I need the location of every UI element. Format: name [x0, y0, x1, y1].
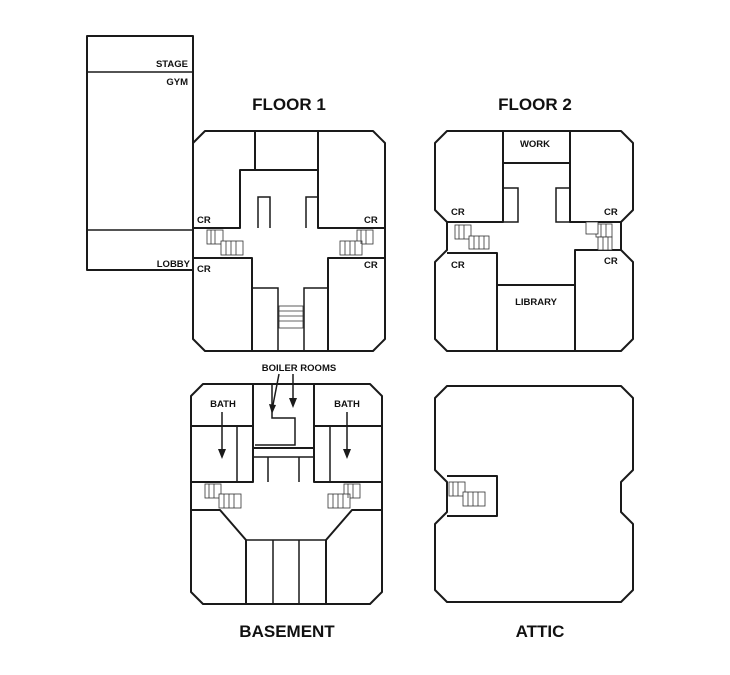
floor2-cr-label-lower-right: CR — [604, 256, 618, 267]
basement-lower-center-rooms — [246, 539, 326, 604]
floor2-upper-right-alcove — [555, 187, 570, 223]
gym-outline — [86, 35, 194, 271]
gym-wing: STAGE GYM LOBBY — [86, 35, 194, 271]
floor1-lower-right-room — [327, 257, 385, 351]
basement-small-rooms — [252, 448, 315, 482]
basement-bath-label-left: BATH — [210, 399, 236, 410]
floor1-cr-label-upper-left: CR — [197, 215, 211, 226]
floor1-lower-right-inner — [303, 287, 328, 351]
floor2-library-label: LIBRARY — [515, 297, 558, 308]
basement-plan: BOILER ROOMS BATH BATH — [190, 363, 383, 605]
floor1-cr-label-upper-right: CR — [364, 215, 378, 226]
floor2-plan: WORK LIBRARY CR CR CR CR — [434, 130, 634, 352]
floor1-right-stair — [339, 229, 374, 256]
floor2-title: FLOOR 2 — [498, 95, 572, 114]
floor1-plan: CR CR CR CR — [192, 130, 386, 352]
floor2-cr-label-lower-left: CR — [451, 260, 465, 271]
floor2-work-label: WORK — [520, 139, 550, 150]
attic-title: ATTIC — [516, 622, 565, 641]
floor1-column-right — [305, 196, 319, 228]
floor1-column-left — [257, 196, 271, 228]
floor2-work-room — [502, 131, 571, 164]
floor1-left-stair — [206, 229, 244, 256]
attic-stair — [448, 481, 486, 507]
basement-left-stair — [204, 483, 242, 509]
floor1-title: FLOOR 1 — [252, 95, 326, 114]
floor2-left-stair — [454, 224, 490, 250]
floor2-cr-label-upper-right: CR — [604, 207, 618, 218]
floor2-cr-label-upper-left: CR — [451, 207, 465, 218]
attic-outline — [434, 385, 634, 603]
basement-bath-inner-walls — [236, 426, 331, 482]
floor2-right-stair — [585, 221, 613, 251]
basement-right-stair — [327, 483, 361, 509]
floor2-outline — [434, 130, 634, 352]
attic-stair-enclosure — [447, 475, 498, 517]
floor1-outline — [192, 130, 386, 352]
attic-plan — [434, 385, 634, 603]
floor2-lower-left-room — [447, 252, 498, 351]
floor1-upper-right-room — [317, 170, 385, 229]
floor2-upper-left-alcove — [503, 187, 519, 223]
floor1-lower-left-room — [193, 257, 253, 351]
basement-boiler-rooms-label: BOILER ROOMS — [262, 363, 336, 374]
floor2-library-room — [497, 284, 576, 351]
basement-outline — [190, 383, 383, 605]
floor1-top-center-room — [254, 131, 319, 171]
floor1-upper-left-room — [193, 169, 255, 229]
basement-bath-label-right: BATH — [334, 399, 360, 410]
basement-bath-bottom-walls — [191, 448, 382, 483]
floor1-cr-label-lower-left: CR — [197, 264, 211, 275]
basement-arrows — [218, 373, 351, 459]
floor1-center-stair — [278, 305, 304, 329]
basement-lower-right-room — [325, 509, 382, 604]
basement-boiler-block — [252, 384, 315, 449]
lobby-label: LOBBY — [157, 259, 191, 270]
gym-label: GYM — [166, 77, 188, 88]
floor1-cr-label-lower-right: CR — [364, 260, 378, 271]
basement-title: BASEMENT — [239, 622, 335, 641]
basement-lower-left-room — [191, 509, 247, 604]
floor1-lower-left-inner — [252, 287, 279, 351]
stage-label: STAGE — [156, 59, 188, 70]
